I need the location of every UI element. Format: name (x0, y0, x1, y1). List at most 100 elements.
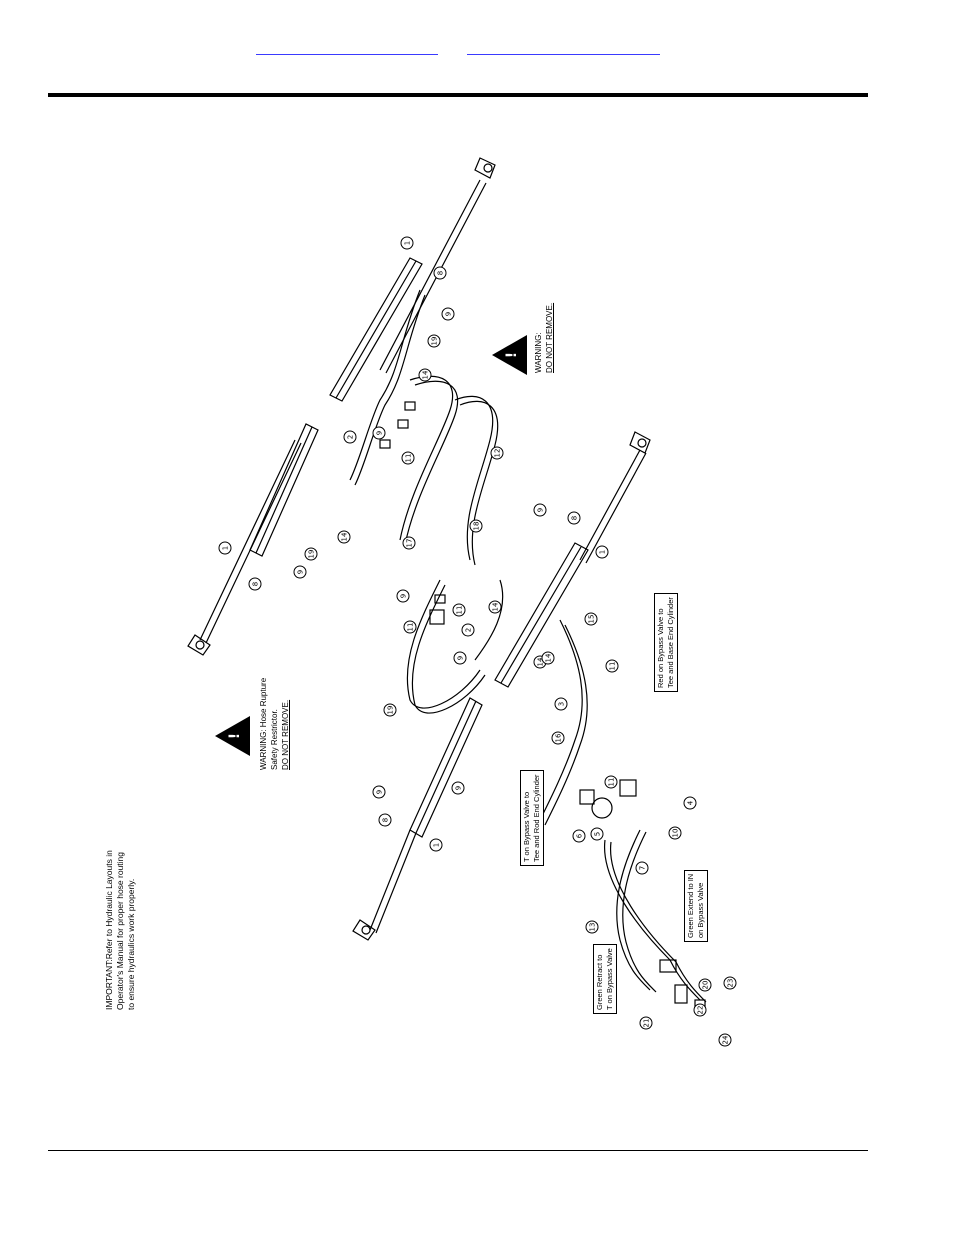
important-note: IMPORTANT:Refer to Hydraulic Layouts in … (104, 850, 137, 1010)
callout-14: 14 (337, 530, 351, 544)
callout-number: 11 (609, 662, 617, 671)
callout-number: 23 (727, 979, 735, 988)
callout-8: 8 (433, 266, 447, 280)
callout-4: 4 (683, 796, 697, 810)
callout-number: 9 (376, 431, 384, 435)
callout-number: 14 (537, 657, 545, 666)
callout-number: 19 (308, 550, 316, 559)
warning-triangle-left: ! (215, 716, 250, 756)
callout-circle (604, 775, 618, 789)
label-t-line-1: T on Bypass Valve to (522, 791, 531, 862)
warning-text-left: WARNING: Hose Rupture Safety Restrictor.… (258, 678, 291, 770)
callout-number: 11 (456, 606, 464, 615)
callout-circle (551, 731, 565, 745)
callout-circle (248, 577, 262, 591)
callout-circle (590, 827, 604, 841)
callout-circle (718, 1033, 732, 1047)
callout-number: 6 (576, 833, 584, 838)
svg-text:!: ! (504, 352, 520, 358)
warning-left-line-3: DO NOT REMOVE. (281, 699, 290, 770)
callout-number: 8 (252, 582, 260, 586)
callout-7: 7 (635, 861, 649, 875)
svg-text:!: ! (227, 733, 243, 739)
fittings (379, 401, 706, 1011)
label-red-bypass: Red on Bypass Valve to Tee and Base End … (654, 593, 678, 692)
callout-number: 1 (599, 550, 607, 554)
callout-circle (441, 307, 455, 321)
callout-number: 14 (341, 532, 349, 541)
callout-circle (433, 266, 447, 280)
cylinder-b (187, 423, 319, 656)
callout-1: 1 (429, 838, 443, 852)
callout-5: 5 (590, 827, 604, 841)
callout-11: 11 (401, 451, 415, 465)
label-green-extend-line-2: on Bypass Valve (696, 882, 705, 938)
label-green-retract-line-2: T on Bypass Valve (605, 948, 614, 1010)
callout-number: 9 (457, 656, 465, 660)
header-link-2[interactable] (467, 40, 660, 55)
callout-circle (378, 813, 392, 827)
callout-number: 10 (672, 829, 680, 838)
callout-circle (218, 541, 232, 555)
callout-circle (554, 697, 568, 711)
callout-number: 17 (406, 539, 414, 548)
callout-circle (427, 334, 441, 348)
callout-circle (693, 1003, 707, 1017)
label-green-extend-line-1: Green Extend to IN (686, 873, 695, 938)
callout-14: 14 (418, 368, 432, 382)
callout-8: 8 (248, 577, 262, 591)
callout-11: 11 (604, 775, 618, 789)
callout-circle (605, 659, 619, 673)
callout-circle (584, 612, 598, 626)
callout-number: 9 (376, 790, 384, 794)
callout-9: 9 (533, 503, 547, 517)
footer-rule (48, 1150, 868, 1151)
callout-number: 1 (404, 241, 412, 245)
callout-number: 19 (387, 706, 395, 715)
label-green-extend: Green Extend to IN on Bypass Valve (684, 869, 708, 942)
callout-number: 14 (422, 370, 430, 379)
callout-circle (418, 368, 432, 382)
callout-circle (400, 236, 414, 250)
callout-number: 8 (571, 516, 579, 520)
callout-number: 9 (297, 570, 305, 574)
callout-11: 11 (605, 659, 619, 673)
callout-circle (635, 861, 649, 875)
callout-14: 14 (488, 600, 502, 614)
callout-number: 18 (473, 522, 481, 531)
callout-19: 19 (383, 703, 397, 717)
callout-circle (383, 703, 397, 717)
callout-number: 14 (545, 653, 553, 662)
callout-circle (668, 826, 682, 840)
callout-number: 16 (555, 733, 563, 742)
callout-circle (723, 976, 737, 990)
warning-right-line-1: WARNING: (534, 332, 543, 373)
callout-circle (304, 547, 318, 561)
note-line-2: Operator's Manual for proper hose routin… (115, 851, 125, 1010)
callout-16: 16 (551, 731, 565, 745)
callout-number: 9 (445, 312, 453, 316)
callout-number: 12 (494, 449, 502, 458)
callout-circle (403, 620, 417, 634)
callout-number: 9 (537, 508, 545, 512)
header-link-1[interactable] (256, 40, 438, 55)
label-t-line-2: Tee and Rod End Cylinder (532, 774, 541, 862)
callout-circle (469, 519, 483, 533)
callout-6: 6 (572, 829, 586, 843)
callout-number: 2 (465, 628, 473, 632)
callout-number: 5 (594, 832, 602, 836)
callout-circle (541, 651, 555, 665)
callout-19: 19 (427, 334, 441, 348)
label-red-line-2: Tee and Base End Cylinder (666, 597, 675, 688)
callout-9: 9 (453, 651, 467, 665)
callout-9: 9 (293, 565, 307, 579)
label-green-retract: Green Retract to T on Bypass Valve (593, 944, 617, 1014)
callout-circle (490, 446, 504, 460)
callout-circle (401, 451, 415, 465)
callout-number: 11 (405, 454, 413, 463)
callout-number: 4 (687, 800, 695, 805)
callout-layer: 1111223456788889999999910111111111112131… (218, 236, 737, 1047)
callout-number: 9 (400, 594, 408, 598)
callout-1: 1 (595, 545, 609, 559)
callout-17: 17 (402, 536, 416, 550)
